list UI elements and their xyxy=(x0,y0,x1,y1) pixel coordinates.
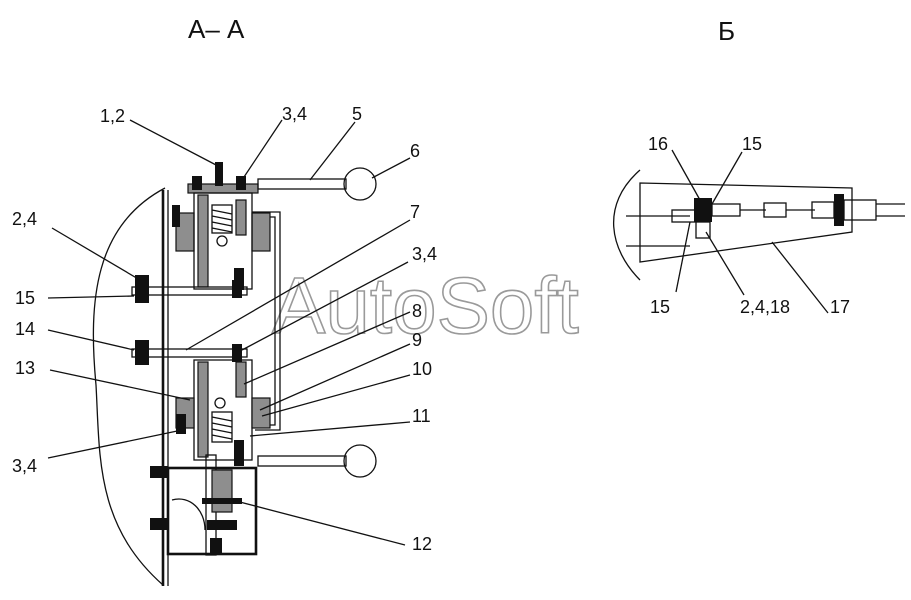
rod-15 xyxy=(131,286,248,296)
label-6: 6 xyxy=(410,141,420,161)
label-1-2: 1,2 xyxy=(100,106,125,126)
view-b-title: Б xyxy=(718,16,735,46)
view-b: Б 16 15 15 2,4,18 17 xyxy=(613,16,905,317)
fitting-16 xyxy=(694,198,712,222)
label-10: 10 xyxy=(412,359,432,379)
watermark: AutoSoft xyxy=(272,261,579,350)
label-15-bottom: 15 xyxy=(650,297,670,317)
view-b-break-line xyxy=(613,169,641,281)
label-14: 14 xyxy=(15,319,35,339)
label-2-4: 2,4 xyxy=(12,209,37,229)
label-15-top: 15 xyxy=(742,134,762,154)
section-aa: А– А 1,2 3,4 5 6 7 3,4 2,4 15 14 8 9 13 … xyxy=(12,14,437,586)
label-9: 9 xyxy=(412,330,422,350)
label-13: 13 xyxy=(15,358,35,378)
label-3-4-mid: 3,4 xyxy=(412,244,437,264)
bracket-17 xyxy=(639,182,853,263)
label-16: 16 xyxy=(648,134,668,154)
handle-knob-lower xyxy=(343,444,377,478)
label-5: 5 xyxy=(352,104,362,124)
label-3-4-low: 3,4 xyxy=(12,456,37,476)
lower-valve xyxy=(175,359,377,478)
wall-break-line xyxy=(92,187,166,586)
label-11: 11 xyxy=(412,406,431,426)
label-8: 8 xyxy=(412,301,422,321)
gear-box-12 xyxy=(150,454,258,556)
label-17: 17 xyxy=(830,297,850,317)
handle-knob-upper xyxy=(343,167,377,201)
section-aa-title: А– А xyxy=(188,14,245,44)
label-3-4-top: 3,4 xyxy=(282,104,307,124)
handle-rod-lower xyxy=(257,455,347,467)
rod-14 xyxy=(131,348,248,358)
bolt-1-2 xyxy=(215,162,223,186)
bracket-frame xyxy=(252,211,281,431)
leader-lines-b xyxy=(671,149,829,314)
leader-lines-aa xyxy=(47,119,411,546)
label-7: 7 xyxy=(410,202,420,222)
spring xyxy=(211,204,233,234)
handle-rod-upper xyxy=(257,178,347,190)
upper-valve xyxy=(172,162,377,290)
label-2-4-18: 2,4,18 xyxy=(740,297,790,317)
label-12: 12 xyxy=(412,534,432,554)
label-15: 15 xyxy=(15,288,35,308)
